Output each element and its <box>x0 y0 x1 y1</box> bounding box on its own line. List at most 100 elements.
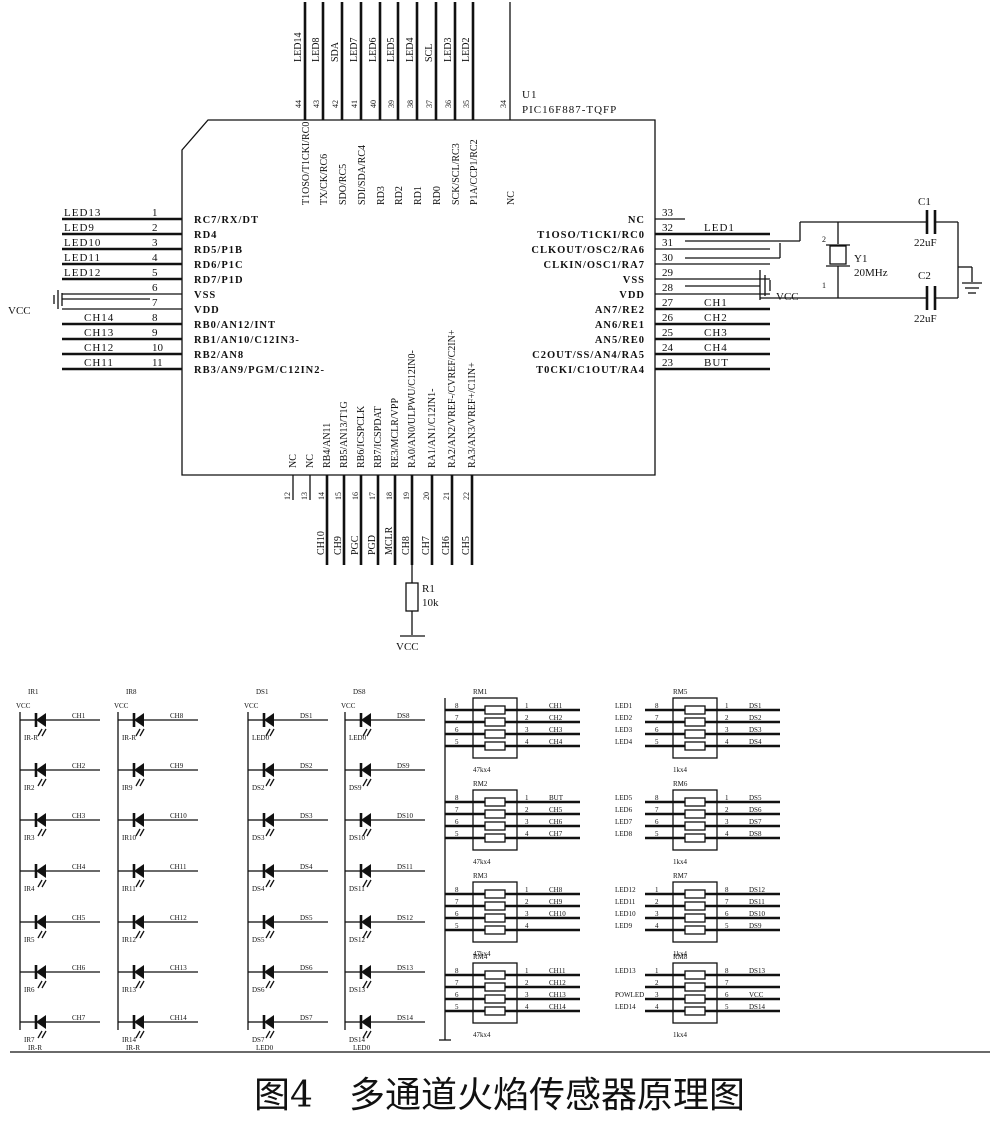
diode-net-label: DS6 <box>300 964 313 972</box>
network-left-pin: 8 <box>655 702 659 710</box>
r1-value: 10k <box>422 597 439 609</box>
right-pin-function: CLKIN/OSC1/RA7 <box>543 260 645 271</box>
right-net-label: CH3 <box>704 327 728 339</box>
mcu-top-pins: LED1444T1OSO/T1CKI/RC0LED843TX/CK/RC6SDA… <box>293 2 517 205</box>
network-left-pin: 6 <box>455 726 459 734</box>
network-left-pin: 7 <box>455 714 459 722</box>
network-left-pin: 4 <box>655 922 659 930</box>
top-pin-number: 40 <box>369 100 378 108</box>
mcu-u1: U1 PIC16F887-TQFP LED1444T1OSO/T1CKI/RC0… <box>62 2 770 565</box>
diode-label: IR3 <box>24 834 35 842</box>
network-left-pin: 8 <box>455 967 459 975</box>
right-pin-function: AN6/RE1 <box>595 320 645 331</box>
network-right-pin: 3 <box>525 991 529 999</box>
column-head-label: DS1 <box>256 688 269 696</box>
network-left-pin: 5 <box>455 922 459 930</box>
diode-net-label: DS1 <box>300 712 313 720</box>
network-net-label: DS9 <box>749 922 762 930</box>
network-net-label: DS4 <box>749 738 762 746</box>
diode-net-label: CH9 <box>170 762 184 770</box>
network-net-label: DS11 <box>749 898 765 906</box>
diode-label: IR11 <box>122 885 136 893</box>
top-pin-function: SDI/SDA/RC4 <box>357 145 368 205</box>
network-right-pin: 4 <box>525 830 529 838</box>
diode-label: IR12 <box>122 936 137 944</box>
left-pin-number: 6 <box>152 282 158 294</box>
right-pin-number: 23 <box>662 357 674 369</box>
right-net-label: LED1 <box>704 222 735 234</box>
network-ref: RM8 <box>673 953 688 961</box>
left-net-label: CH13 <box>84 327 114 339</box>
top-net-label: LED14 <box>293 33 304 62</box>
bottom-pin-function: NC <box>305 454 316 468</box>
network-right-pin: 4 <box>725 830 729 838</box>
network-left-pin: 6 <box>655 726 659 734</box>
diode-label: DS10 <box>349 834 365 842</box>
network-net-label: DS12 <box>749 886 765 894</box>
left-pin-number: 5 <box>152 267 158 279</box>
network-right-pin: 1 <box>525 702 529 710</box>
diode-net-label: DS9 <box>397 762 410 770</box>
top-pin-number: 41 <box>350 100 359 108</box>
left-net-label: LED12 <box>64 267 101 279</box>
network-left-net-label: LED7 <box>615 818 633 826</box>
top-pin-number: 36 <box>444 100 453 108</box>
diode-label: LED0 <box>252 734 270 742</box>
network-left-net-label: LED13 <box>615 967 636 975</box>
diode-net-label: DS11 <box>397 863 413 871</box>
diode-net-label: DS14 <box>397 1014 413 1022</box>
right-pin-function: AN7/RE2 <box>595 305 645 316</box>
network-left-pin: 2 <box>655 898 659 906</box>
network-right-pin: 8 <box>725 967 729 975</box>
network-left-pin: 7 <box>655 806 659 814</box>
left-pin-number: 3 <box>152 237 158 249</box>
right-vcc-label: VCC <box>776 291 799 303</box>
top-pin-function: P1A/CCP1/RC2 <box>469 139 480 205</box>
network-net-label: DS14 <box>749 1003 765 1011</box>
diode-net-label: CH2 <box>72 762 86 770</box>
network-left-pin: 4 <box>655 1003 659 1011</box>
network-left-pin: 3 <box>655 910 659 918</box>
network-value: 47kx4 <box>473 858 491 866</box>
left-pin-number: 7 <box>152 297 158 309</box>
network-left-pin: 5 <box>455 1003 459 1011</box>
network-left-pin: 6 <box>655 818 659 826</box>
network-left-pin: 6 <box>455 910 459 918</box>
bottom-pin-function: RB5/AN13/T1G <box>339 401 350 468</box>
network-right-pin: 1 <box>525 794 529 802</box>
network-net-label: DS3 <box>749 726 762 734</box>
network-net-label: DS13 <box>749 967 765 975</box>
network-right-pin: 2 <box>525 898 529 906</box>
bottom-net-label: CH5 <box>461 536 472 555</box>
bottom-pin-number: 12 <box>283 492 292 500</box>
bottom-pin-number: 20 <box>422 492 431 500</box>
left-pin-function: RB1/AN10/C12IN3- <box>194 335 300 346</box>
diode-label: DS12 <box>349 936 365 944</box>
network-value: 1kx4 <box>673 766 688 774</box>
top-net-label: LED8 <box>311 38 322 62</box>
right-pin-function: AN5/RE0 <box>595 335 645 346</box>
diode-label: IR13 <box>122 986 137 994</box>
